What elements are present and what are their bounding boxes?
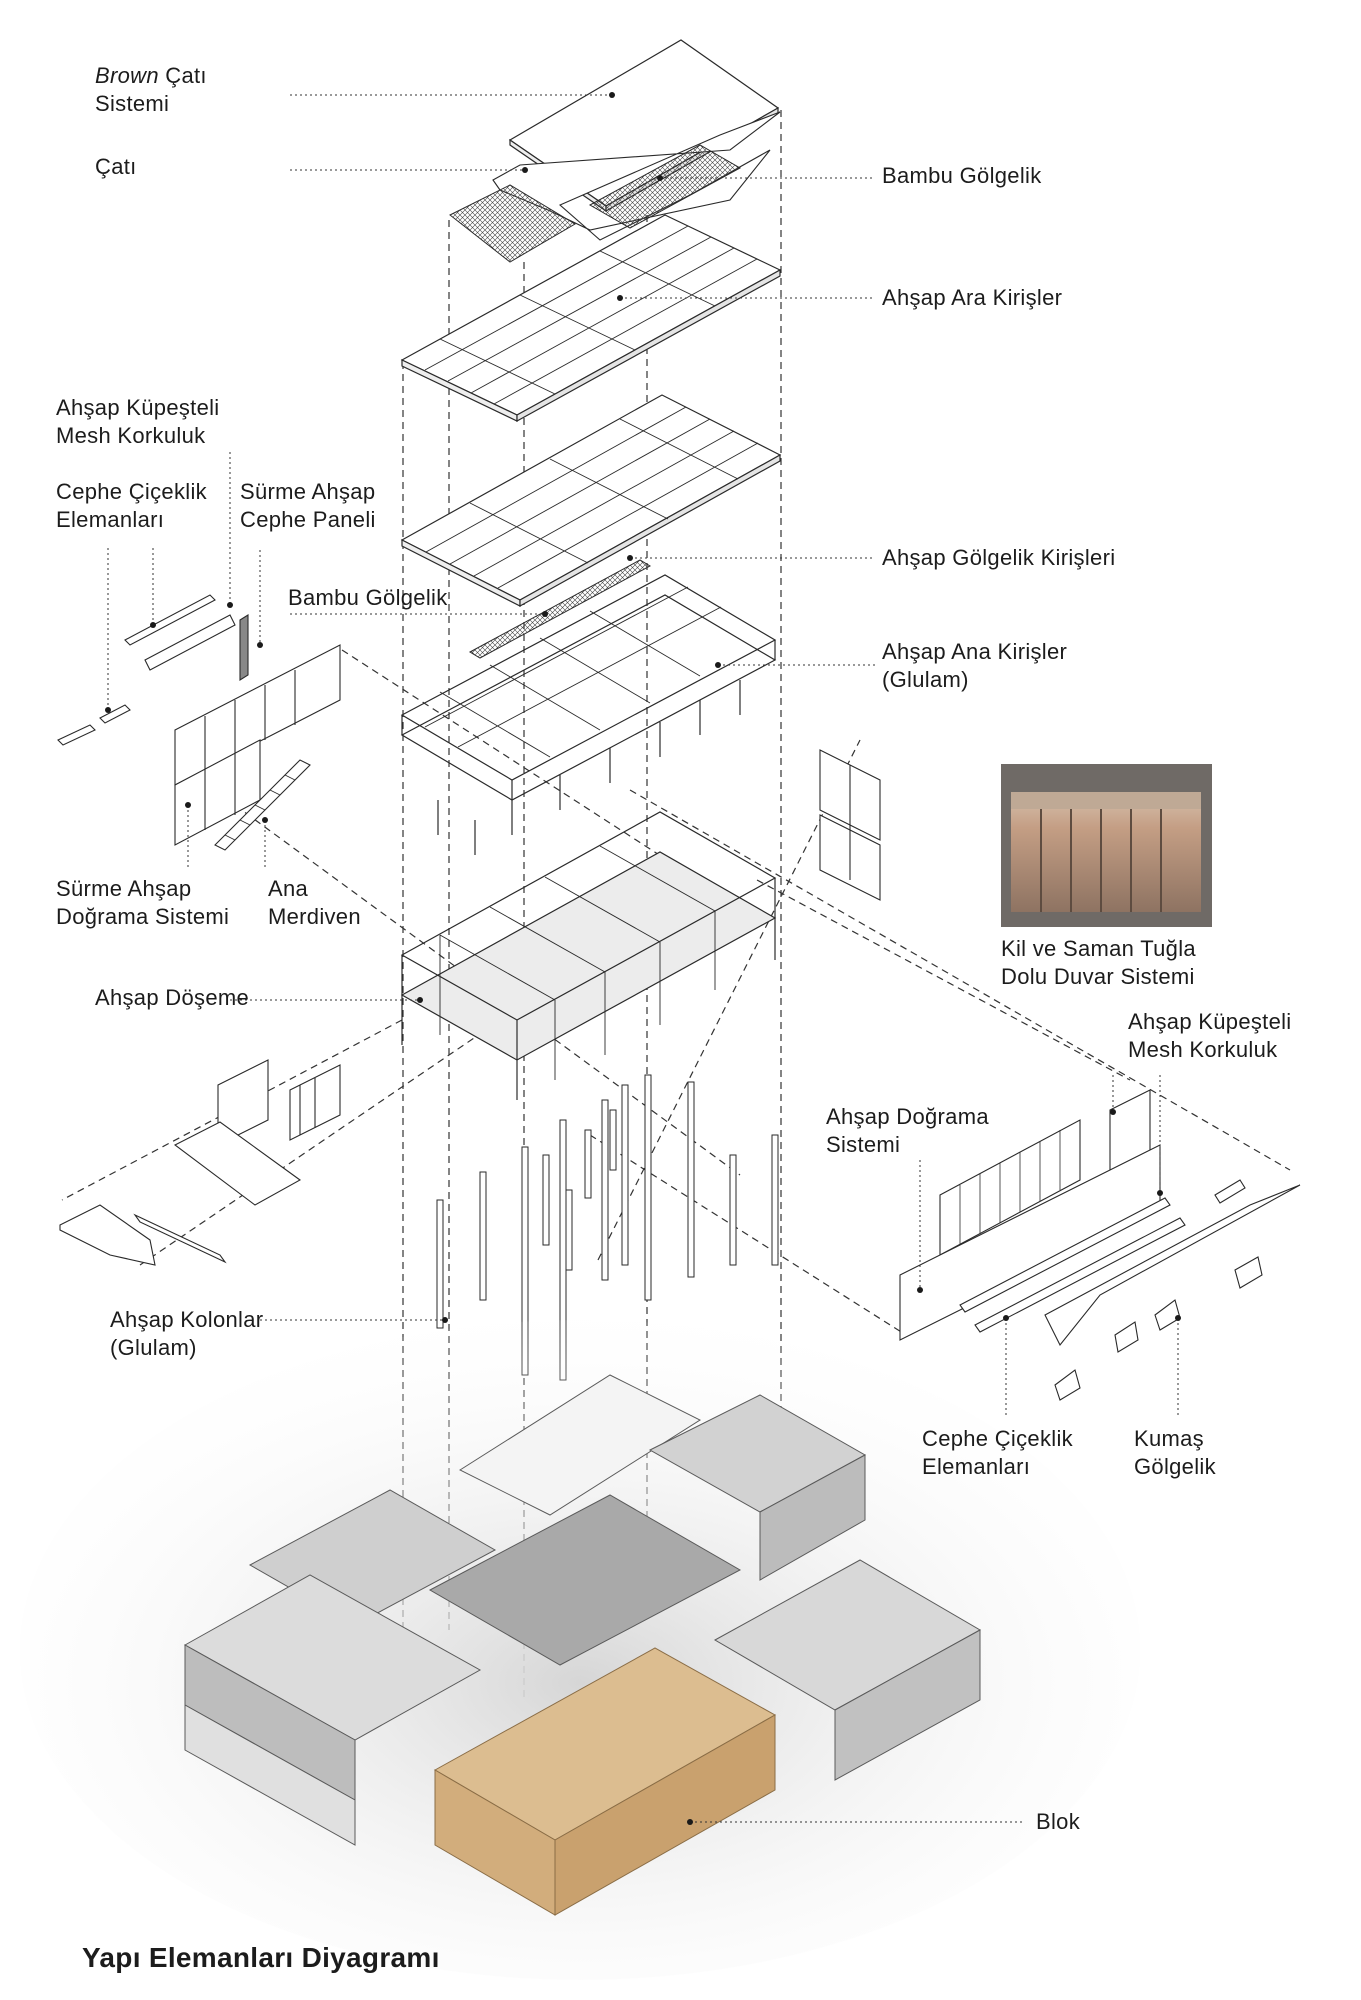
label-mesh-railing-right: Ahşap Küpeşteli Mesh Korkuluk [1128,1009,1292,1062]
label-shade-beams: Ahşap Gölgelik Kirişleri [882,545,1116,570]
label-main-beams: Ahşap Ana Kirişler (Glulam) [882,639,1068,692]
label-wood-joists: Ahşap Ara Kirişler [882,285,1063,310]
label-planter-right: Cephe Çiçeklik Elemanları [922,1426,1073,1479]
building-base [20,1320,1140,1980]
left-facade-elements [57,594,341,851]
bamboo-shade-top [449,144,742,263]
label-floor: Ahşap Döşeme [95,985,250,1010]
main-glulam-beams [400,574,777,855]
lower-left-elements [59,1059,341,1266]
bamboo-shade-mid [468,559,652,659]
label-planter-left: Cephe Çiçeklik Elemanları [56,479,207,532]
label-fabric-shade: Kumaş Gölgelik [1134,1426,1216,1479]
label-bamboo-shade-top: Bambu Gölgelik [882,163,1042,188]
label-main-stair: Ana Merdiven [268,876,361,929]
label-mesh-railing-left: Ahşap Küpeşteli Mesh Korkuluk [56,395,220,448]
label-joinery-right: Ahşap Doğrama Sistemi [826,1104,989,1157]
label-sliding-panel: Sürme Ahşap Cephe Paneli [240,479,376,532]
label-roof: Çatı [95,154,137,179]
right-facade-elements [819,749,1301,1401]
label-sliding-joinery: Sürme Ahşap Doğrama Sistemi [56,876,230,929]
label-block: Blok [1036,1809,1080,1834]
diagram-title: Yapı Elemanları Diyagramı [82,1942,440,1973]
label-bamboo-shade-mid: Bambu Gölgelik [288,585,448,610]
label-columns: Ahşap Kolonlar (Glulam) [110,1307,264,1360]
brick-wall-photo [1001,764,1212,927]
label-brown-roof-system: Brown Çatı Sistemi [95,63,207,116]
wood-shade-beams [400,394,782,608]
label-brick-wall: Kil ve Saman Tuğla Dolu Duvar Sistemi [1001,936,1196,989]
glulam-columns [436,1074,779,1381]
wood-joists [400,214,782,423]
